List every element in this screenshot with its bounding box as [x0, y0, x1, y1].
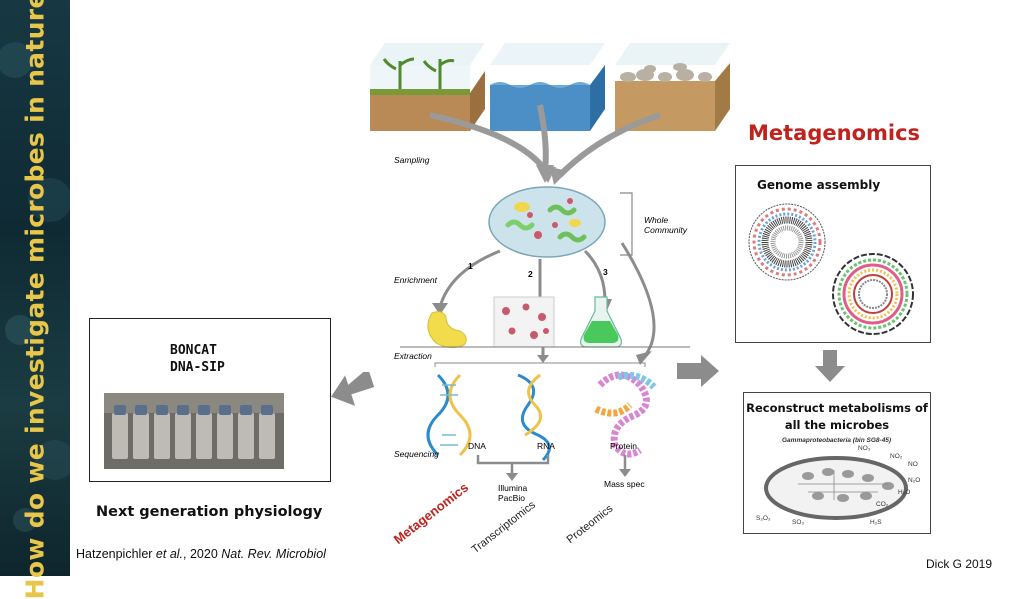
community-label: Community: [644, 225, 688, 235]
vial: [259, 413, 275, 459]
chem-h2o: H₂O: [898, 489, 910, 496]
reconstruct-label: Reconstruct metabolisms of all the micro…: [743, 400, 931, 434]
vial-cap: [177, 405, 189, 415]
vial: [196, 413, 212, 459]
water-habitat-icon: [490, 43, 605, 131]
citation-journal: Nat. Rev. Microbiol: [221, 547, 326, 561]
chem-co2: CO₂: [876, 501, 889, 508]
chem-so3: SO₃: [792, 519, 804, 526]
dna-label: DNA: [468, 441, 486, 451]
metagenomics-title: Metagenomics: [748, 121, 921, 145]
citation-year: , 2020: [183, 547, 218, 561]
workflow-diagram: Sampling Whole Community 1 2 3 Enrichmen…: [370, 43, 730, 503]
credit-dick: Dick G 2019: [926, 557, 993, 571]
metabolism-diagram: Gammaproteobacteria (bin SG8-45) NO₃ NO₂…: [756, 437, 920, 526]
vial: [112, 413, 128, 459]
enrichment-number-1: 1: [468, 261, 473, 271]
vial: [217, 413, 233, 459]
protein-icon: [594, 371, 657, 458]
genome-circle-2-icon: [832, 253, 914, 335]
soil-habitat-icon: [370, 43, 485, 131]
extraction-label: Extraction: [394, 351, 432, 361]
vial: [133, 413, 149, 459]
metabolism-diagram-title: Gammaproteobacteria (bin SG8-45): [782, 437, 891, 444]
side-title: How do we investigate microbes in nature…: [20, 0, 50, 599]
vial: [238, 413, 254, 459]
flask-icon: [580, 296, 622, 348]
dna-sip-label: DNA-SIP: [170, 360, 225, 375]
arrow-down: [815, 350, 845, 382]
citation-etal: et al.: [155, 547, 184, 561]
microbial-community-cell: [488, 186, 606, 258]
enrichment-number-3: 3: [603, 267, 608, 277]
pacbio-label: PacBio: [498, 493, 525, 503]
boncat-labels: BONCAT DNA-SIP: [170, 342, 225, 376]
genome-circles: [748, 203, 914, 335]
side-band: [0, 0, 75, 576]
arrow-left: [331, 372, 375, 406]
rna-icon: [517, 373, 551, 462]
sediment-habitat-icon: [615, 43, 730, 131]
chem-no3: NO₃: [858, 445, 871, 452]
vial: [175, 413, 191, 459]
vials-photo: [104, 393, 284, 469]
genome-assembly-label: Genome assembly: [757, 178, 881, 192]
enrichment-cell-icon: [427, 311, 467, 349]
side-band-texture: [0, 42, 75, 532]
genome-circle-1-icon: [748, 203, 826, 281]
citation-author: Hatzenpichler: [76, 547, 153, 561]
reconstruct-line-1: Reconstruct metabolisms of: [746, 401, 928, 415]
chem-h2s: H₂S: [870, 519, 882, 526]
microbes-icon: [505, 198, 587, 243]
chem-no: NO: [908, 461, 918, 468]
enrichment-label: Enrichment: [394, 275, 438, 285]
vial-cap: [219, 405, 231, 415]
boncat-label: BONCAT: [170, 343, 217, 358]
enrichment-number-2: 2: [528, 269, 533, 279]
chem-no2: NO₂: [890, 453, 903, 460]
reconstruct-line-2: all the microbes: [784, 418, 890, 432]
sampling-label: Sampling: [394, 155, 430, 165]
mass-spec-label: Mass spec: [604, 479, 645, 489]
next-generation-physiology: Next generation physiology: [96, 504, 323, 520]
rna-label: RNA: [537, 441, 555, 451]
sequencing-label: Sequencing: [394, 449, 439, 459]
arrow-right: [677, 355, 719, 387]
vial-cap: [135, 405, 147, 415]
illumina-label: Illumina: [498, 483, 528, 493]
protein-label: Protein: [610, 441, 637, 451]
vial-cap: [240, 405, 252, 415]
citation: Hatzenpichler et al., 2020 Nat. Rev. Mic…: [76, 547, 326, 561]
dna-icon: [426, 373, 472, 457]
vial-cap: [261, 405, 273, 415]
chem-s2o3: S₂O₃: [756, 515, 771, 522]
vial: [154, 413, 170, 459]
whole-label: Whole: [644, 215, 668, 225]
vial-cap: [198, 405, 210, 415]
vial-cap: [114, 405, 126, 415]
vial-cap: [156, 405, 168, 415]
chem-n2o: N₂O: [908, 477, 920, 484]
